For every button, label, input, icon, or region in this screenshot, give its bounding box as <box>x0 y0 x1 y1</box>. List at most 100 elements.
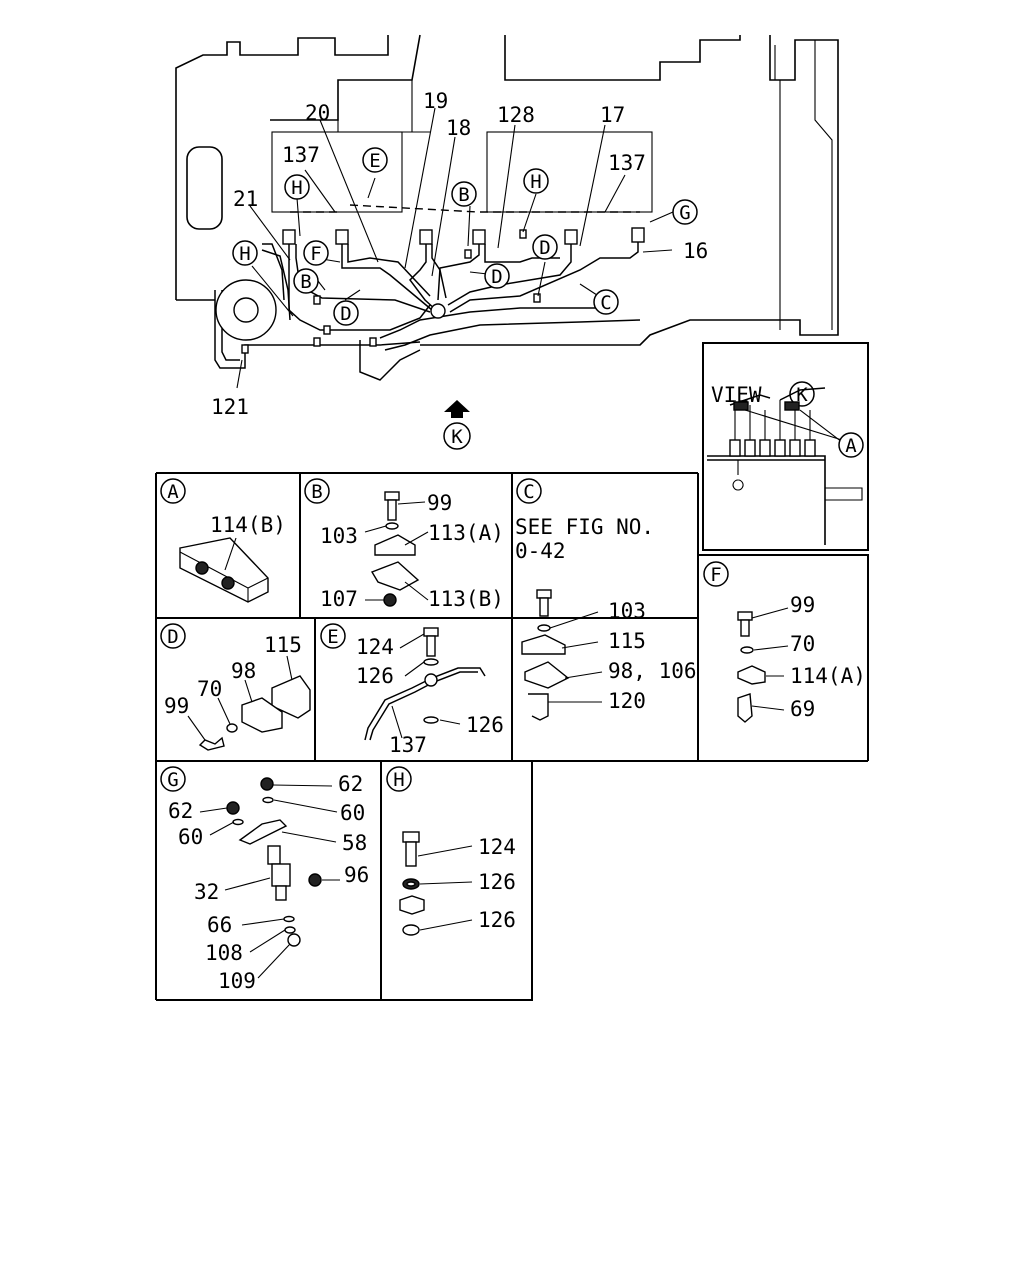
callout-137b: 137 <box>608 151 646 175</box>
view-k-fitting <box>732 460 744 491</box>
clamp-98 <box>241 697 283 733</box>
svg-text:B: B <box>458 184 469 206</box>
nut <box>383 593 397 607</box>
view-k-pump <box>707 455 826 545</box>
detail-grid-lines <box>155 472 869 1001</box>
circled-B: B <box>451 181 477 207</box>
panel-B-letter: B <box>304 478 330 504</box>
label-126b: 126 <box>466 713 504 737</box>
panel-B: B 99 103 113(A) 107 113(B) <box>304 478 504 611</box>
callout-16: 16 <box>683 239 708 263</box>
svg-text:B: B <box>311 481 322 503</box>
label-60b: 60 <box>178 825 203 849</box>
panel-A-letter: A <box>160 478 186 504</box>
label-70: 70 <box>790 632 815 656</box>
view-arrow <box>444 400 470 418</box>
label-114B: 114(B) <box>210 513 286 537</box>
svg-text:H: H <box>291 177 302 199</box>
nozzle-middle <box>271 863 291 887</box>
clamp-block <box>179 537 269 603</box>
view-k-gear <box>825 487 863 501</box>
svg-text:D: D <box>491 266 502 288</box>
label-69: 69 <box>790 697 815 721</box>
nut-62 <box>260 777 274 791</box>
panel-C-letter: C <box>516 478 542 504</box>
view-k-callout-A: A <box>838 432 864 458</box>
label-99: 99 <box>164 694 189 718</box>
view-k-valves <box>729 387 826 457</box>
view-k-leaders <box>744 409 843 443</box>
circled-D: D <box>484 263 510 289</box>
svg-text:C: C <box>600 292 611 314</box>
bolt-head <box>536 589 552 599</box>
pipe-clamps <box>241 229 541 354</box>
circled-H: H <box>523 168 549 194</box>
seal-108 <box>284 926 296 934</box>
bolt-shank <box>539 597 549 617</box>
nozzle-tip <box>275 885 287 901</box>
washer-60b <box>232 818 244 826</box>
label-114A: 114(A) <box>790 664 866 688</box>
callout-18: 18 <box>446 116 471 140</box>
bolt-shank <box>387 499 397 521</box>
panel-G-letter: G <box>160 766 186 792</box>
distribution-block <box>430 303 446 319</box>
svg-text:B: B <box>300 271 311 293</box>
washer-66 <box>283 915 295 923</box>
leaders <box>187 655 293 741</box>
label-98-106: 98, 106 <box>608 659 697 683</box>
svg-text:F: F <box>710 564 721 586</box>
panel-C: C SEE FIG NO. 0-42 103 115 98, 106 120 <box>515 478 697 721</box>
see-fig-note: SEE FIG NO. <box>515 515 654 539</box>
circled-E: E <box>362 147 388 173</box>
svg-text:D: D <box>539 237 550 259</box>
engine-rib <box>774 40 833 330</box>
svg-text:D: D <box>167 626 178 648</box>
bolt-shank <box>426 635 436 657</box>
engine-port <box>186 146 223 230</box>
washer <box>385 522 399 530</box>
callout-21: 21 <box>233 187 258 211</box>
label-98: 98 <box>231 659 256 683</box>
seal-109 <box>287 933 301 947</box>
panel-G: G 62 60 62 60 58 32 96 66 <box>160 766 369 993</box>
svg-text:H: H <box>239 243 250 265</box>
circled-C: C <box>593 289 619 315</box>
label-66: 66 <box>207 913 232 937</box>
circled-D: D <box>333 300 359 326</box>
label-99: 99 <box>790 593 815 617</box>
leader <box>224 537 237 571</box>
clamp-hole <box>195 561 209 575</box>
clamp-hole <box>221 576 235 590</box>
svg-text:G: G <box>679 202 690 224</box>
bolt-99 <box>198 736 225 751</box>
bracket-69 <box>737 693 753 723</box>
clamp-113B <box>370 561 420 591</box>
leaders <box>548 611 603 703</box>
label-58: 58 <box>342 831 367 855</box>
panel-H-letter: H <box>386 766 412 792</box>
label-103: 103 <box>608 599 646 623</box>
clamp-113A <box>374 534 416 556</box>
injection-pipe-137 <box>364 667 486 741</box>
washer-60 <box>262 796 274 804</box>
panel-E: E 124 126 137 126 <box>320 623 504 757</box>
washer <box>740 646 754 654</box>
circled-H: H <box>232 240 258 266</box>
svg-text:F: F <box>310 243 321 265</box>
fuel-lines <box>214 243 641 381</box>
return-line-dashed <box>290 204 640 213</box>
callout-19: 19 <box>423 89 448 113</box>
washer-70 <box>226 723 238 733</box>
bolt-head <box>384 491 400 501</box>
eye-bolt-fitting <box>399 895 425 915</box>
svg-text:D: D <box>340 303 351 325</box>
eye-fitting <box>424 673 438 687</box>
washer <box>537 624 551 632</box>
callout-leaders <box>236 107 674 389</box>
injector-row <box>282 227 645 245</box>
circled-K: K <box>443 422 471 450</box>
panel-F: F 99 70 114(A) 69 <box>703 561 866 723</box>
svg-text:A: A <box>845 435 857 457</box>
